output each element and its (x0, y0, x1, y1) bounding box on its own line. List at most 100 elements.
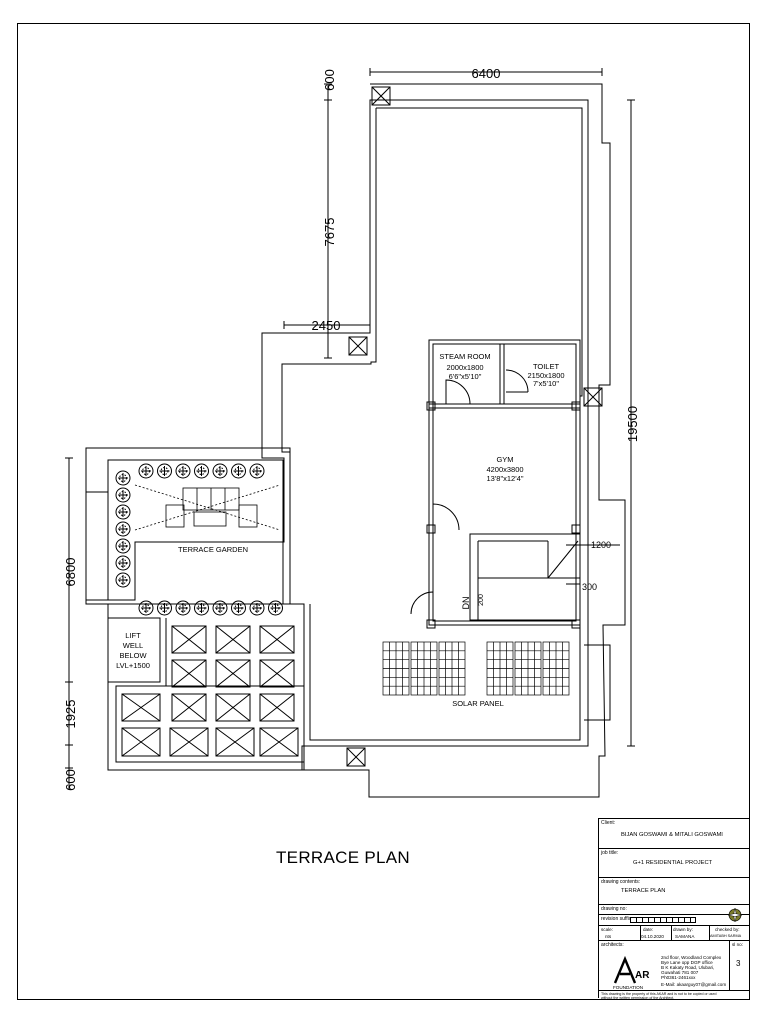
solar-panel-label: SOLAR PANEL (452, 699, 504, 708)
scale-label: scale: (601, 927, 614, 932)
lift-well (108, 617, 161, 683)
plant-icon (157, 463, 172, 479)
job-title-row: job title: G+1 RESIDENTIAL PROJECT (599, 849, 749, 878)
plant-icon (231, 463, 246, 479)
skylight-panel (215, 693, 251, 722)
drawn-by-value: SAMANA (675, 934, 695, 939)
toilet-name: TOILET (533, 362, 560, 371)
plant-icon (268, 600, 283, 616)
skylight-panel (169, 727, 209, 757)
gym-door (432, 503, 460, 531)
gym-block (428, 339, 581, 626)
architects-row: architects: AR FOUNDATION 2nd floor, Woo… (599, 941, 749, 991)
dim-left-height-3: 600 (63, 769, 78, 791)
toilet-door (505, 369, 529, 393)
plant-icon (115, 572, 131, 588)
planter-plants (115, 463, 283, 616)
plant-icon (249, 600, 265, 616)
plant-icon (138, 463, 154, 479)
dim-step-width: 2450 (312, 318, 341, 333)
disclaimer-line-1: This drawing is the property of this AKA… (601, 992, 717, 996)
plant-icon (115, 487, 131, 503)
skylight-panel (121, 693, 161, 722)
drawing-no-label: drawing no: (601, 906, 627, 912)
drawing-sheet-border (17, 23, 750, 1000)
date-label: date: (643, 927, 654, 932)
plant-icon (231, 600, 246, 616)
skylight-panel (259, 625, 295, 654)
stair-dn-label: DN (461, 597, 471, 610)
architects-label: architects: (601, 942, 624, 948)
plant-icon (249, 463, 265, 479)
lift-well-line-3: BELOW (119, 651, 147, 660)
gym-size-mm: 4200x3800 (486, 465, 523, 474)
plant-icon (115, 504, 131, 520)
skylight-panel (171, 693, 207, 722)
north-compass-icon (727, 907, 743, 923)
dim-upper-left-height: 7675 (322, 218, 337, 247)
address-line-3: B K Kakaty Road, Ulubari, (661, 965, 715, 970)
gym-size-ft: 13'8"x12'4" (487, 474, 524, 483)
drawing-contents-row: drawing contents: TERRACE PLAN (599, 878, 749, 905)
skylight-panel (215, 625, 251, 654)
date-value: 04.10.2020 (641, 934, 664, 939)
dim-top-offset: 600 (322, 69, 337, 91)
plant-icon (115, 470, 131, 486)
shaft-mid (348, 336, 368, 356)
upper-terrace-wall (261, 99, 589, 747)
drawn-by-label: drawn by: (673, 927, 693, 932)
stair-door (410, 591, 434, 615)
shaft-bottom (346, 747, 366, 767)
job-title-label: job title: (601, 850, 619, 856)
shaft-right (583, 387, 603, 407)
steam-room-size-ft: 6'6"x5'10" (449, 372, 482, 381)
job-title: G+1 RESIDENTIAL PROJECT (633, 860, 713, 866)
drawing-contents-label: drawing contents: (601, 879, 641, 885)
disclaimer-line-2: without the written permission of the Ar… (601, 996, 675, 1000)
architect-logo: AR (613, 953, 657, 987)
client-name: BIJAN GOSWAMI & MITALI GOSWAMI (621, 832, 723, 838)
dim-landing-depth: 300 (582, 582, 597, 592)
dim-top-width: 6400 (472, 66, 501, 81)
dim-left-height-2: 1925 (63, 700, 78, 729)
plant-icon (212, 463, 228, 479)
steam-room-size-mm: 2000x1800 (446, 363, 483, 372)
phone: Ph0361-2461xxx (661, 975, 696, 980)
staircase (469, 533, 581, 621)
drawing-contents: TERRACE PLAN (621, 888, 666, 894)
plant-icon (212, 600, 228, 616)
lift-well-line-2: WELL (123, 641, 143, 650)
client-label: Client: (601, 820, 616, 826)
skylight-panel (215, 727, 255, 757)
plant-icon (194, 600, 209, 616)
skylight-panel (215, 659, 251, 688)
plant-icon (175, 600, 191, 616)
address-line-4: Guwahati 781 007 (661, 970, 699, 975)
plant-icon (115, 538, 131, 554)
drawing-title: TERRACE PLAN (276, 848, 410, 867)
skylight-panel (259, 659, 295, 688)
plant-icon (175, 463, 191, 479)
dim-stair-gap: 200 (478, 594, 485, 606)
skylight-panel (171, 625, 207, 654)
title-block: Client: BIJAN GOSWAMI & MITALI GOSWAMI j… (598, 818, 749, 1000)
toilet-size-mm: 2150x1800 (527, 371, 564, 380)
steam-room-name: STEAM ROOM (439, 352, 490, 361)
dimension-lines (65, 68, 635, 790)
revision-boxes (630, 917, 696, 923)
garden-seating (134, 484, 281, 531)
plant-icon (194, 463, 209, 479)
meta-row: scale: nts date: 04.10.2020 drawn by: SA… (599, 926, 749, 941)
plant-icon (115, 555, 131, 571)
skylight-panel (171, 659, 207, 688)
plant-icon (138, 600, 154, 616)
address-line-2: Bye Lane opp DGP office (661, 960, 713, 965)
sheet-label: sl no: (732, 942, 743, 947)
checked-by-label: checked by: (715, 927, 740, 932)
email: E-Mail: akaarguy07@gmail.com (661, 982, 727, 987)
solar-panel-arrays (382, 641, 570, 696)
svg-text:AR: AR (635, 970, 650, 981)
skylight-panel (121, 727, 161, 757)
terrace-garden-label: TERRACE GARDEN (178, 545, 248, 554)
